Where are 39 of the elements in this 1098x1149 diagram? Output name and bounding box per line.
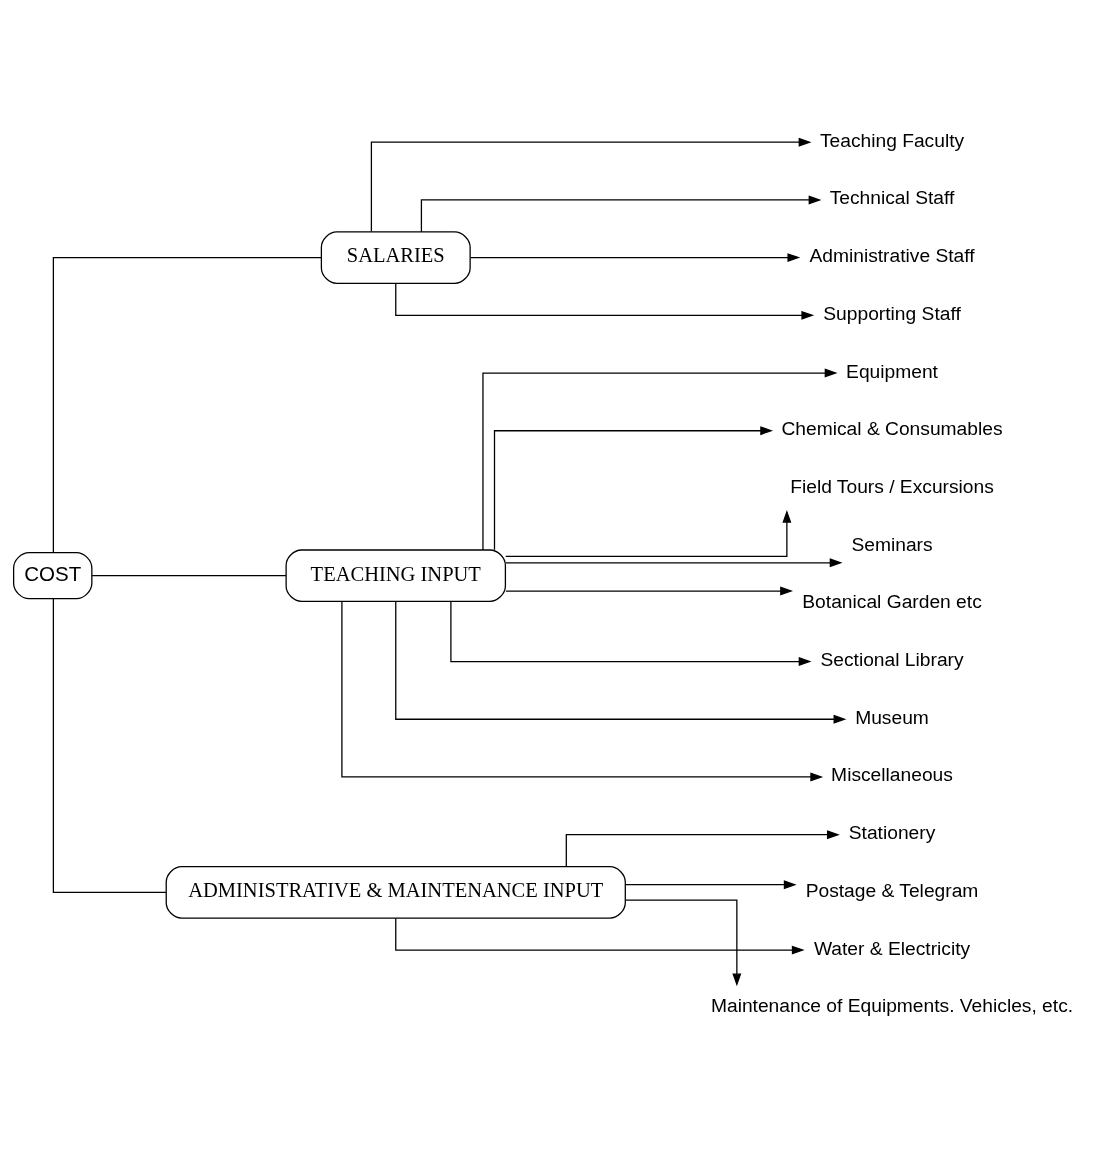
node-text: Botanical Garden etc	[802, 590, 982, 612]
arrow	[625, 898, 742, 986]
node-text: Field Tours / Excursions	[790, 475, 994, 497]
node-text: Maintenance of Equipments. Vehicles, etc.	[710, 994, 1074, 1016]
connector	[52, 597, 167, 893]
connector	[91, 574, 287, 576]
arrow	[469, 252, 801, 262]
arrow	[482, 368, 838, 551]
arrow	[565, 829, 840, 867]
node-text: Administrative Staff	[809, 244, 975, 266]
arrow	[395, 600, 847, 724]
arrow	[341, 600, 824, 781]
arrow	[370, 137, 812, 232]
arrow	[505, 509, 792, 557]
node-text: Postage & Telegram	[805, 879, 979, 901]
node-box: SALARIES	[320, 230, 471, 284]
connector	[52, 256, 322, 553]
node-box: ADMINISTRATIVE & MAINTENANCE INPUT	[165, 865, 626, 919]
arrow	[505, 586, 793, 596]
node-text: Chemical & Consumables	[781, 417, 1003, 439]
node-text: Water & Electricity	[813, 937, 971, 959]
arrow	[450, 600, 812, 666]
node-text: Museum	[855, 706, 929, 728]
node-text: Supporting Staff	[823, 302, 961, 324]
node-text: Seminars	[851, 533, 933, 555]
node-text: Teaching Faculty	[819, 129, 965, 151]
node-text: Miscellaneous	[831, 763, 953, 785]
arrow	[493, 425, 774, 550]
node-text: Sectional Library	[820, 648, 964, 670]
arrow	[505, 557, 843, 567]
arrow	[395, 917, 805, 955]
arrow	[395, 282, 815, 320]
node-text: Technical Staff	[829, 186, 955, 208]
node-text: Stationery	[848, 821, 936, 843]
arrow	[624, 879, 797, 889]
node-box: TEACHING INPUT	[285, 548, 507, 602]
arrow	[420, 194, 822, 232]
node-text: Equipment	[846, 360, 938, 382]
node-box: COST	[12, 551, 93, 599]
